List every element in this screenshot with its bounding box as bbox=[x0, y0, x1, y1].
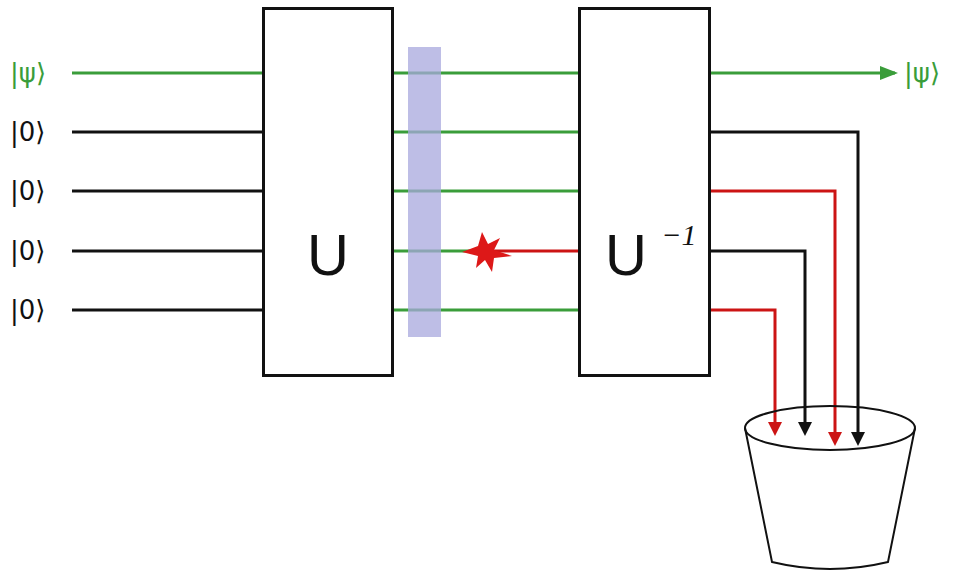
arrowhead bbox=[768, 422, 782, 436]
input-wire bbox=[72, 190, 262, 193]
operator-exponent: −1 bbox=[661, 220, 696, 250]
discard-wire bbox=[710, 251, 805, 428]
input-wire bbox=[72, 309, 262, 312]
ket-label: |0⟩ bbox=[10, 119, 45, 145]
operator-name: U bbox=[605, 226, 647, 284]
ket-label: |ψ⟩ bbox=[904, 60, 940, 86]
bucket bbox=[745, 406, 915, 569]
input-wire bbox=[72, 72, 262, 75]
input-wire bbox=[72, 131, 262, 134]
error-star bbox=[462, 232, 512, 272]
arrowhead bbox=[798, 422, 812, 436]
discard-wire bbox=[710, 310, 775, 428]
arrowhead bbox=[851, 432, 865, 446]
discard-wire bbox=[710, 191, 835, 438]
ket-label: |0⟩ bbox=[10, 297, 45, 323]
noise-band bbox=[408, 47, 441, 337]
output-wire bbox=[710, 72, 895, 75]
operator-name: U bbox=[307, 226, 349, 284]
discard-wire bbox=[710, 132, 858, 438]
operator-box: U bbox=[262, 7, 394, 377]
ket-label: |0⟩ bbox=[10, 238, 45, 264]
arrowhead bbox=[880, 66, 898, 80]
operator-box: U −1 bbox=[578, 7, 711, 377]
arrowhead bbox=[828, 432, 842, 446]
input-wire bbox=[72, 250, 262, 253]
ket-label: |0⟩ bbox=[10, 178, 45, 204]
ket-label: |ψ⟩ bbox=[10, 60, 46, 86]
